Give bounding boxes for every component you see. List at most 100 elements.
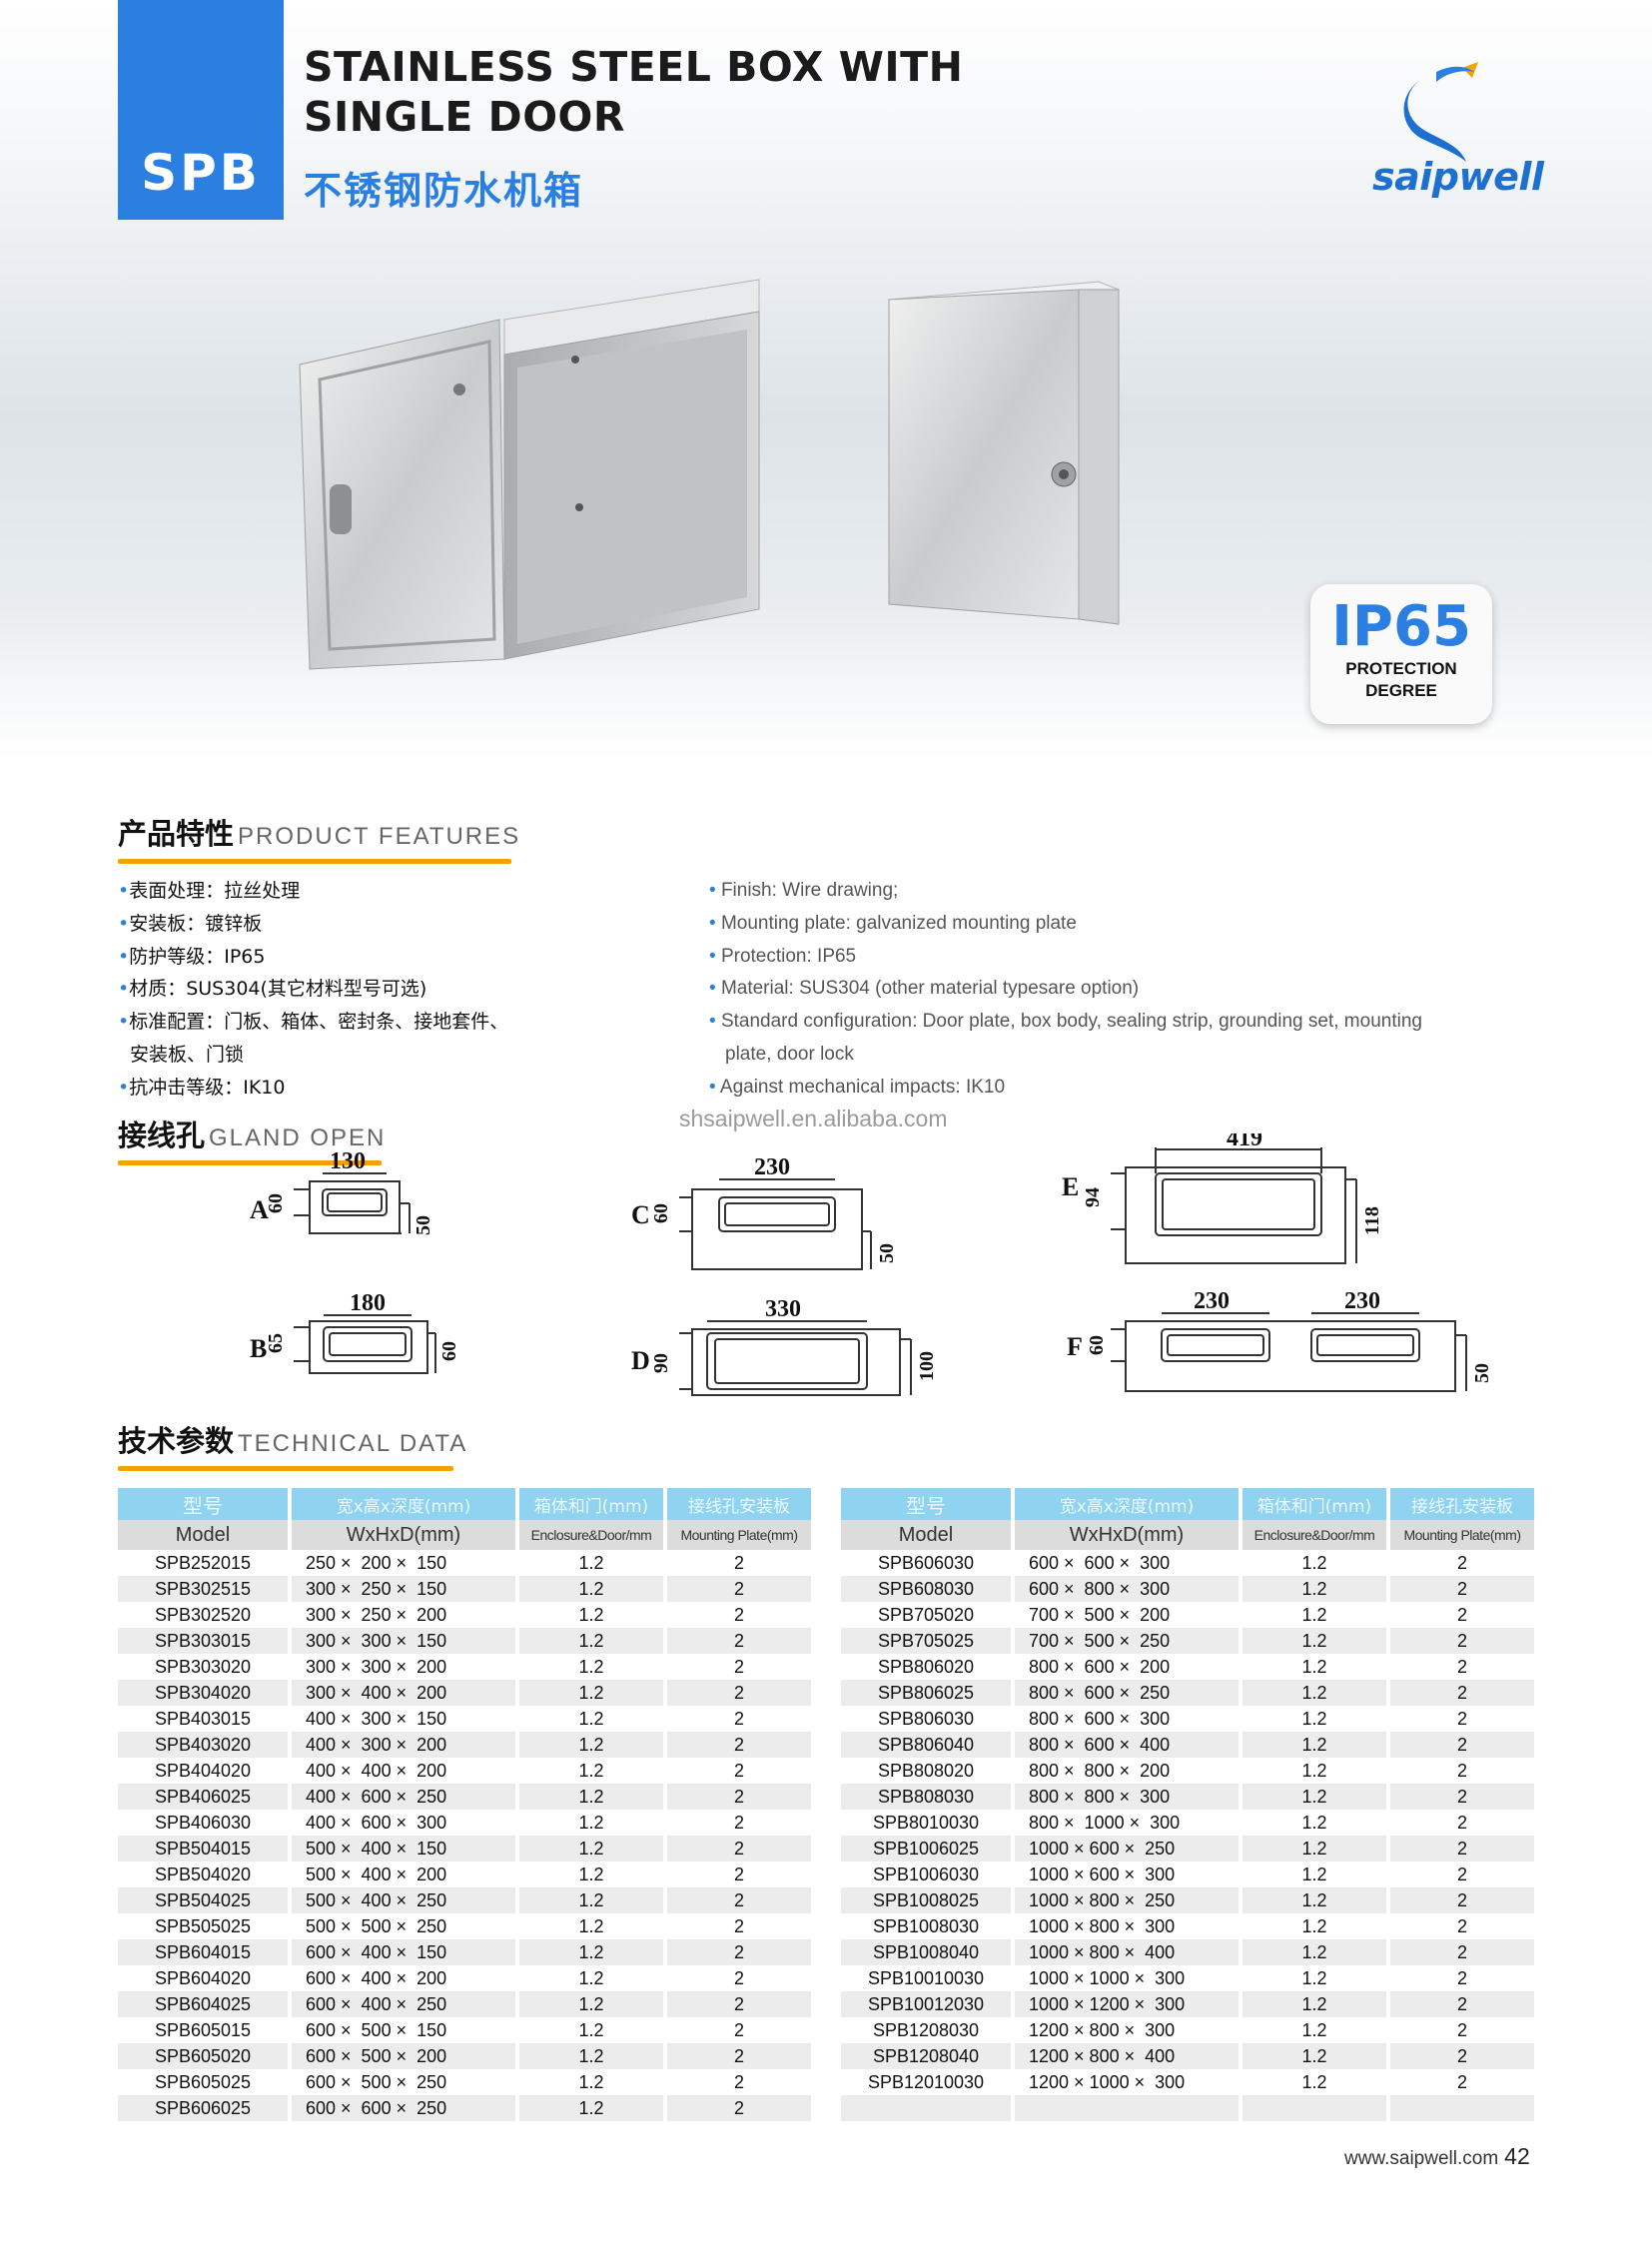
cell-plate: 2 bbox=[1390, 1862, 1534, 1887]
product-photos bbox=[299, 279, 1120, 670]
cell-model: SPB606025 bbox=[118, 2095, 288, 2121]
page-title-cn: 不锈钢防水机箱 bbox=[304, 169, 584, 213]
cell-dims: 600 × 800 × 300 bbox=[1015, 1576, 1239, 1602]
list-item: • Material: SUS304 (other material types… bbox=[709, 978, 1140, 1000]
closed-box-image bbox=[887, 281, 1120, 625]
cell-model: SPB605015 bbox=[118, 2017, 288, 2043]
cell-model: SPB604020 bbox=[118, 1965, 288, 1991]
cell-model: SPB808020 bbox=[841, 1758, 1011, 1784]
gland-a-height: 60 bbox=[265, 1193, 287, 1213]
cell-model: SPB303015 bbox=[118, 1628, 288, 1654]
cell-model: SPB8010030 bbox=[841, 1810, 1011, 1836]
cell-model: SPB1008040 bbox=[841, 1939, 1011, 1965]
cell-plate: 2 bbox=[667, 1628, 811, 1654]
cell-model: SPB302515 bbox=[118, 1576, 288, 1602]
cell-model: SPB806020 bbox=[841, 1654, 1011, 1680]
cell-model: SPB10012030 bbox=[841, 1991, 1011, 2017]
cell-dims: 500 × 500 × 250 bbox=[292, 1913, 515, 1939]
list-item: •材质：SUS304(其它材料型号可选) bbox=[118, 978, 427, 1001]
col-header-dims-cn: 宽x高x深度(mm) bbox=[292, 1488, 515, 1520]
features-heading-underline bbox=[118, 859, 511, 864]
cell-dims: 1200 × 1000 × 300 bbox=[1015, 2069, 1239, 2095]
col-header-thickness: Enclosure&Door/mm bbox=[1242, 1520, 1386, 1550]
cell-thickness: 1.2 bbox=[519, 1991, 663, 2017]
cell-thickness: 1.2 bbox=[519, 1628, 663, 1654]
cell-dims: 1200 × 800 × 400 bbox=[1015, 2043, 1239, 2069]
brand-wordmark: saipwell bbox=[1372, 155, 1544, 199]
cell-dims bbox=[1015, 2095, 1239, 2121]
cell-dims: 600 × 500 × 200 bbox=[292, 2043, 515, 2069]
cell-model bbox=[841, 2095, 1011, 2121]
series-code: SPB bbox=[141, 144, 261, 202]
cell-thickness: 1.2 bbox=[519, 1680, 663, 1706]
cell-plate: 2 bbox=[1390, 1836, 1534, 1862]
cell-plate: 2 bbox=[1390, 2069, 1534, 2095]
gland-a-width: 130 bbox=[330, 1148, 366, 1174]
cell-plate: 2 bbox=[667, 1706, 811, 1732]
cell-plate: 2 bbox=[1390, 1965, 1534, 1991]
cell-plate: 2 bbox=[1390, 1706, 1534, 1732]
gland-label-d: D bbox=[631, 1346, 650, 1375]
cell-model: SPB1006030 bbox=[841, 1862, 1011, 1887]
cell-model: SPB605025 bbox=[118, 2069, 288, 2095]
cell-dims: 800 × 600 × 200 bbox=[1015, 1654, 1239, 1680]
cell-thickness: 1.2 bbox=[1242, 1654, 1386, 1680]
gland-d-width: 330 bbox=[765, 1296, 801, 1322]
gland-b-width: 180 bbox=[350, 1290, 386, 1316]
gland-e-height: 94 bbox=[1082, 1187, 1104, 1207]
col-header-thickness: Enclosure&Door/mm bbox=[519, 1520, 663, 1550]
cell-thickness: 1.2 bbox=[519, 1965, 663, 1991]
cell-thickness: 1.2 bbox=[1242, 1836, 1386, 1862]
cell-plate: 2 bbox=[667, 1758, 811, 1784]
cell-plate: 2 bbox=[1390, 1732, 1534, 1758]
gland-e-width: 419 bbox=[1227, 1133, 1262, 1151]
cell-model: SPB1008030 bbox=[841, 1913, 1011, 1939]
cell-model: SPB302520 bbox=[118, 1602, 288, 1628]
cell-plate: 2 bbox=[1390, 1654, 1534, 1680]
cell-plate: 2 bbox=[1390, 1628, 1534, 1654]
cell-model: SPB12010030 bbox=[841, 2069, 1011, 2095]
list-item: plate, door lock bbox=[725, 1043, 854, 1065]
cell-dims: 1000 × 600 × 250 bbox=[1015, 1836, 1239, 1862]
cell-thickness: 1.2 bbox=[1242, 1784, 1386, 1810]
cell-dims: 1000 × 1200 × 300 bbox=[1015, 1991, 1239, 2017]
cell-model: SPB806030 bbox=[841, 1706, 1011, 1732]
gland-drawings: A 130 60 50 B 180 65 60 C 230 60 50 D 33… bbox=[250, 1133, 1493, 1396]
list-item: • Standard configuration: Door plate, bo… bbox=[709, 1011, 1422, 1033]
cell-dims: 600 × 600 × 250 bbox=[292, 2095, 515, 2121]
cell-thickness: 1.2 bbox=[1242, 1732, 1386, 1758]
cell-dims: 800 × 600 × 250 bbox=[1015, 1680, 1239, 1706]
cell-dims: 300 × 250 × 200 bbox=[292, 1602, 515, 1628]
cell-plate: 2 bbox=[1390, 1913, 1534, 1939]
cell-model: SPB1008025 bbox=[841, 1887, 1011, 1913]
gland-label-a: A bbox=[250, 1195, 269, 1224]
gland-f-height: 60 bbox=[1086, 1335, 1108, 1355]
features-list-cn: •表面处理：拉丝处理 •安装板：镀锌板 •防护等级：IP65 •材质：SUS30… bbox=[118, 875, 637, 1105]
cell-plate: 2 bbox=[1390, 1887, 1534, 1913]
cell-dims: 400 × 600 × 300 bbox=[292, 1810, 515, 1836]
cell-dims: 300 × 250 × 150 bbox=[292, 1576, 515, 1602]
cell-dims: 600 × 400 × 250 bbox=[292, 1991, 515, 2017]
cell-thickness: 1.2 bbox=[1242, 1550, 1386, 1576]
cell-plate: 2 bbox=[1390, 1550, 1534, 1576]
watermark: shsaipwell.en.alibaba.com bbox=[679, 1106, 948, 1131]
col-header-model: Model bbox=[118, 1520, 288, 1550]
cell-dims: 250 × 200 × 150 bbox=[292, 1550, 515, 1576]
